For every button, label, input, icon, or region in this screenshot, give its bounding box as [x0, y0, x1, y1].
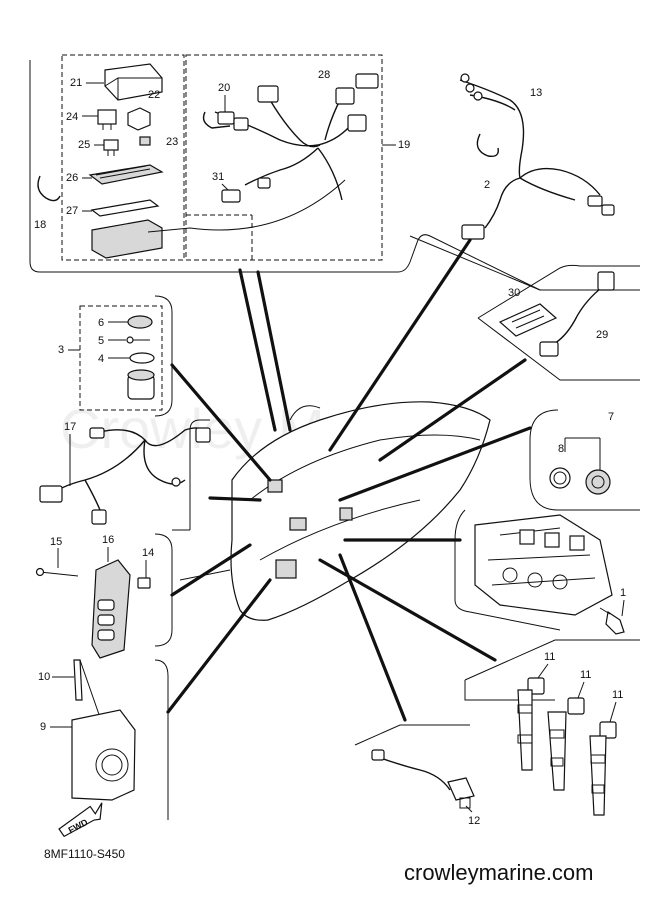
label-6[interactable]: 6: [98, 317, 104, 329]
website-label: crowleymarine.com: [404, 860, 594, 885]
label-1[interactable]: 1: [620, 587, 626, 599]
switch-body-part-3[interactable]: [127, 369, 155, 400]
label-28[interactable]: 28: [318, 69, 330, 81]
label-26[interactable]: 26: [66, 172, 78, 184]
label-30[interactable]: 30: [508, 287, 520, 299]
sensor-part-12[interactable]: [371, 749, 475, 809]
washer-part-4[interactable]: [129, 352, 155, 364]
fuse-box-base-part[interactable]: [91, 179, 346, 259]
label-3[interactable]: 3: [58, 344, 64, 356]
sub-harness-part-19[interactable]: [214, 85, 367, 201]
label-12[interactable]: 12: [468, 815, 480, 827]
label-24[interactable]: 24: [66, 111, 78, 123]
cap-part-6[interactable]: [127, 315, 153, 329]
bracket-callout-frame: [154, 659, 169, 820]
label-11-c[interactable]: 11: [612, 689, 623, 701]
o-ring-part-8[interactable]: [549, 467, 571, 489]
bracket-part-9[interactable]: [71, 709, 136, 801]
diagram-code: 8MF1110-S450: [44, 847, 125, 861]
label-4[interactable]: 4: [98, 353, 104, 365]
connector-part-28[interactable]: [355, 73, 379, 89]
fuse-part-23[interactable]: [139, 136, 151, 146]
main-harness-callout-frame: [409, 235, 640, 291]
label-11-a[interactable]: 11: [544, 651, 555, 663]
label-19[interactable]: 19: [398, 139, 410, 151]
sensor-lead-part-29[interactable]: [539, 271, 615, 357]
switch-callout-frame: [79, 295, 173, 417]
fuse-box-cover-part-21[interactable]: [104, 63, 163, 101]
relay-part-22[interactable]: [127, 107, 151, 131]
label-13[interactable]: 13: [530, 87, 542, 99]
wire-lead-part-17[interactable]: [39, 427, 211, 525]
bolt-part-15[interactable]: [35, 567, 79, 577]
label-15[interactable]: 15: [50, 536, 62, 548]
relay-part-24[interactable]: [97, 109, 117, 130]
sensor-callout-frame-lower: [354, 724, 470, 746]
sensor-callout-frame: [477, 264, 640, 381]
label-20[interactable]: 20: [218, 82, 230, 94]
label-18[interactable]: 18: [34, 219, 46, 231]
wire-harness-part-13[interactable]: [459, 73, 615, 240]
label-29[interactable]: 29: [596, 329, 608, 341]
label-11-b[interactable]: 11: [580, 669, 591, 681]
label-22[interactable]: 22: [148, 89, 160, 101]
box-callout-frame: [154, 533, 173, 647]
label-7[interactable]: 7: [608, 411, 614, 423]
fwd-arrow-icon: FWD: [58, 802, 103, 838]
screw-part-5[interactable]: [126, 336, 150, 344]
fuse-part-25[interactable]: [103, 139, 119, 156]
harness-callout-frame: [172, 419, 210, 531]
fuse-box-seal-part-27[interactable]: [90, 199, 160, 217]
label-23[interactable]: 23: [166, 136, 178, 148]
label-10[interactable]: 10: [38, 671, 50, 683]
ignition-coil-1[interactable]: [517, 677, 545, 771]
label-9[interactable]: 9: [40, 721, 46, 733]
leader-lines: [166, 238, 532, 722]
connector-part-20[interactable]: [202, 111, 249, 131]
label-14[interactable]: 14: [142, 547, 154, 559]
engine-block: [474, 514, 613, 616]
fuse-block-part-26[interactable]: [88, 164, 164, 185]
label-sheet-part-30[interactable]: [498, 303, 558, 337]
cap-callout-frame: [529, 409, 640, 511]
connector-part-31[interactable]: [221, 177, 271, 203]
label-25[interactable]: 25: [78, 139, 90, 151]
clamp-part-2[interactable]: [476, 133, 499, 158]
ignition-coil-2[interactable]: [547, 697, 585, 791]
label-16[interactable]: 16: [102, 534, 114, 546]
label-21[interactable]: 21: [70, 77, 82, 89]
grommet-part-14[interactable]: [137, 577, 151, 589]
label-27[interactable]: 27: [66, 205, 78, 217]
bolt-part-1[interactable]: [599, 607, 625, 635]
label-8[interactable]: 8: [558, 443, 564, 455]
cap-part-7[interactable]: [564, 437, 611, 495]
control-box-part-16[interactable]: [91, 559, 131, 659]
circlip-part-18[interactable]: [37, 175, 61, 202]
part-number-labels: 21 22 24 23 25 26 27 18 20 28 19 31 13 2…: [34, 69, 626, 827]
label-17[interactable]: 17: [64, 421, 76, 433]
engine-callout-frame: [454, 509, 561, 631]
ignition-coil-3[interactable]: [589, 721, 617, 816]
top-callout-frame: [29, 54, 541, 291]
label-31[interactable]: 31: [212, 171, 224, 183]
label-2[interactable]: 2: [484, 179, 490, 191]
watercraft-hull: [179, 401, 491, 621]
label-5[interactable]: 5: [98, 335, 104, 347]
